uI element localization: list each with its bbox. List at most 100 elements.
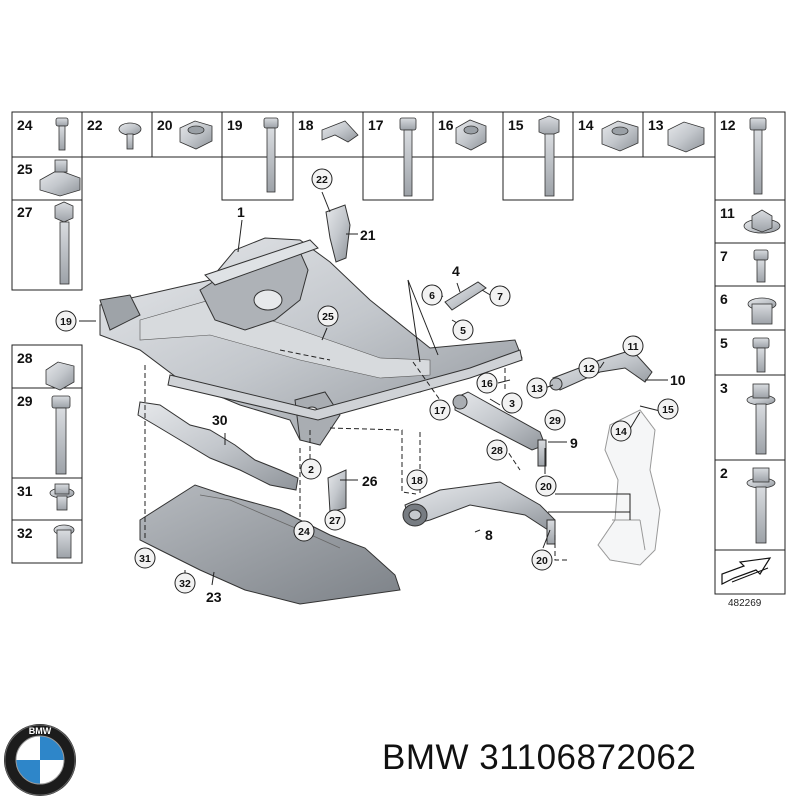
cell-number: 25 xyxy=(17,161,33,177)
logo-lettering: BMW xyxy=(29,726,52,736)
parts-table-numbers: 24 22 20 19 18 17 16 15 14 13 25 27 12 1… xyxy=(17,117,736,541)
cell-number: 32 xyxy=(17,525,33,541)
callout-label: 25 xyxy=(322,311,334,323)
callout-label: 18 xyxy=(411,475,423,487)
callout-label: 22 xyxy=(316,174,328,186)
cell-number: 6 xyxy=(720,291,728,307)
nut-icon xyxy=(743,209,781,234)
flange-nut-icon xyxy=(49,483,75,511)
callout-circle: 20 xyxy=(531,549,553,571)
long-bolt-icon xyxy=(54,201,74,285)
bmw-logo-icon: BMW xyxy=(4,724,76,796)
cell-number: 31 xyxy=(17,483,33,499)
callout-circle: 12 xyxy=(578,357,600,379)
long-bolt-icon xyxy=(538,115,560,197)
spacer-icon xyxy=(53,524,75,559)
callout-circle: 28 xyxy=(486,439,508,461)
callout-label: 12 xyxy=(583,363,595,375)
cell-number: 2 xyxy=(720,465,728,481)
nut-icon xyxy=(455,119,487,151)
bolt-icon xyxy=(752,337,770,373)
callout-label: 26 xyxy=(362,473,378,489)
callout-circle: 20 xyxy=(535,475,557,497)
callout-label: 10 xyxy=(670,372,686,388)
cell-number: 28 xyxy=(17,350,33,366)
long-bolt-icon xyxy=(51,395,71,475)
cell-number: 5 xyxy=(720,335,728,351)
cell-number: 11 xyxy=(720,205,735,221)
callout-circle: 15 xyxy=(657,398,679,420)
callout-label: 20 xyxy=(540,481,552,493)
callout-circle: 22 xyxy=(311,168,333,190)
callout-label: 30 xyxy=(212,412,228,428)
bracket-26 xyxy=(327,469,347,513)
nut-icon xyxy=(601,120,639,152)
circled-callouts: 22 19 25 6 7 5 11 12 13 16 3 17 2 9 28 15… xyxy=(55,168,679,594)
callout-circle: 32 xyxy=(174,572,196,594)
cell-number: 19 xyxy=(227,117,243,133)
wishbone-arm xyxy=(402,481,556,545)
callout-label: 15 xyxy=(662,404,674,416)
callout-label: 1 xyxy=(237,204,245,220)
hardware-icons xyxy=(39,115,781,559)
callout-label: 3 xyxy=(509,398,515,410)
callout-label: 23 xyxy=(206,589,222,605)
callout-circle: 2 xyxy=(300,458,322,480)
cell-number: 12 xyxy=(720,117,736,133)
long-bolt-icon xyxy=(746,383,776,455)
nut-icon xyxy=(667,121,705,153)
callout-label: 21 xyxy=(360,227,376,243)
callout-label: 27 xyxy=(329,515,341,527)
callout-label: 20 xyxy=(536,555,548,567)
callout-label: 31 xyxy=(139,553,151,565)
cell-number: 7 xyxy=(720,248,728,264)
cell-number: 15 xyxy=(508,117,524,133)
leader-lines xyxy=(79,191,668,586)
bracket-21 xyxy=(325,204,351,263)
callout-circle: 17 xyxy=(429,399,451,421)
callout-label: 8 xyxy=(485,527,493,543)
callout-circle: 13 xyxy=(526,377,548,399)
callout-circle: 11 xyxy=(622,335,644,357)
callout-label: 9 xyxy=(570,435,578,451)
callout-circle: 14 xyxy=(610,420,632,442)
callout-label: 24 xyxy=(298,526,310,538)
callout-circle: 6 xyxy=(421,284,443,306)
callout-label: 28 xyxy=(491,445,503,457)
cell-number: 22 xyxy=(87,117,103,133)
washer-nut-icon xyxy=(747,297,777,325)
callout-label: 6 xyxy=(429,290,435,302)
long-bolt-icon xyxy=(399,117,417,197)
front-axle-carrier xyxy=(99,237,523,446)
callout-circle: 31 xyxy=(134,547,156,569)
cell-number: 29 xyxy=(17,393,33,409)
long-bolt-icon xyxy=(263,117,279,193)
parts-table-grid xyxy=(11,111,786,595)
direction-arrow-icon xyxy=(714,549,786,595)
callout-label: 19 xyxy=(60,316,72,328)
callout-circle: 7 xyxy=(489,285,511,307)
nut-icon xyxy=(45,361,75,391)
brand-name: BMW xyxy=(382,738,470,777)
cell-number: 27 xyxy=(17,204,33,220)
cell-number: 20 xyxy=(157,117,173,133)
callout-label: 7 xyxy=(497,291,503,303)
bracket-icon xyxy=(321,120,359,143)
cell-number: 18 xyxy=(298,117,314,133)
tension-strut xyxy=(452,391,547,467)
part-reference: BMW 31106872062 xyxy=(382,738,696,778)
cell-number: 24 xyxy=(17,117,33,133)
callout-label: 5 xyxy=(460,325,466,337)
cell-number: 3 xyxy=(720,380,728,396)
bolt-icon xyxy=(55,117,69,151)
callout-label: 17 xyxy=(434,405,446,417)
callout-label: 2 xyxy=(308,464,314,476)
callout-circle: 16 xyxy=(476,372,498,394)
plain-callouts: 1 21 4 10 9 30 26 8 23 xyxy=(206,204,686,605)
callout-label: 14 xyxy=(615,426,627,438)
wheel-carrier-phantom xyxy=(597,409,661,566)
callout-circle: 3 xyxy=(501,392,523,414)
cell-number: 16 xyxy=(438,117,454,133)
callout-label: 13 xyxy=(531,383,543,395)
